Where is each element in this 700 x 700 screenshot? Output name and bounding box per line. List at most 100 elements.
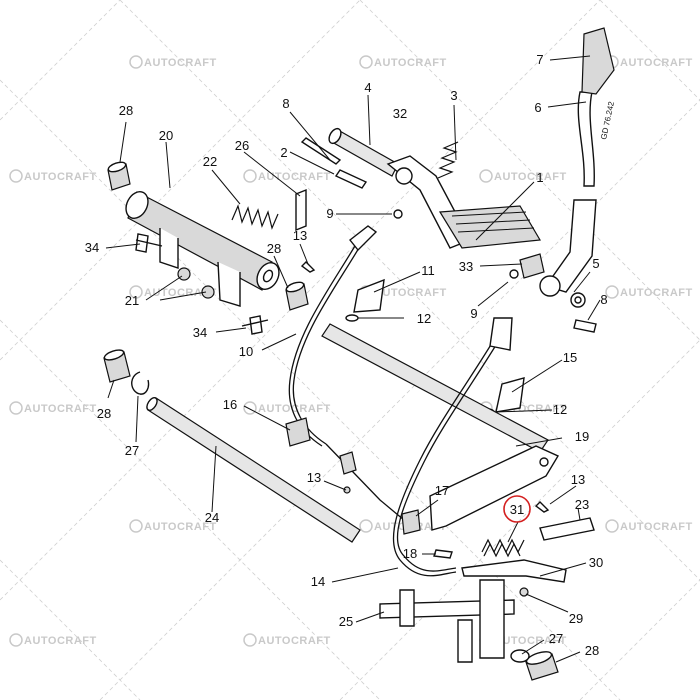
- part-label: 12: [417, 311, 431, 326]
- watermark: AUTOCRAFT: [243, 401, 331, 415]
- part-label: 21: [125, 293, 139, 308]
- part-26-bracket: [295, 188, 307, 232]
- svg-text:AUTOCRAFT: AUTOCRAFT: [374, 287, 447, 299]
- part-25-frame: [379, 579, 515, 663]
- part-label: 15: [563, 350, 577, 365]
- part-label: 27: [125, 443, 139, 458]
- part-2-pin: [334, 169, 368, 189]
- watermark: AUTOCRAFT: [129, 285, 217, 299]
- part-label: 27: [549, 631, 563, 646]
- part-label: 18: [403, 546, 417, 561]
- part-label: 13: [307, 470, 321, 485]
- part-30-link: [461, 559, 567, 583]
- svg-text:AUTOCRAFT: AUTOCRAFT: [258, 403, 331, 415]
- svg-text:AUTOCRAFT: AUTOCRAFT: [374, 57, 447, 69]
- part-20-master-cylinder: [125, 191, 280, 307]
- part-33-bush: [519, 253, 545, 279]
- part-17-clevis: [401, 509, 421, 535]
- part-4-pedal-shaft: [328, 127, 399, 177]
- part-28-bushing: [285, 281, 309, 311]
- part-label-31: 31: [510, 502, 524, 517]
- watermark: AUTOCRAFT: [605, 285, 692, 299]
- svg-text:AUTOCRAFT: AUTOCRAFT: [620, 521, 693, 533]
- part-28-bushing: [103, 349, 131, 383]
- part-34-bolt: [135, 233, 163, 253]
- part-label: 26: [235, 138, 249, 153]
- part-label: 13: [571, 472, 585, 487]
- part-18-pin: [433, 549, 453, 559]
- watermark: AUTOCRAFT: [9, 633, 97, 647]
- part-label: 33: [459, 259, 473, 274]
- svg-text:AUTOCRAFT: AUTOCRAFT: [24, 403, 97, 415]
- part-label: 28: [585, 643, 599, 658]
- svg-text:AUTOCRAFT: AUTOCRAFT: [24, 171, 97, 183]
- watermark: AUTOCRAFT: [9, 169, 97, 183]
- watermark: AUTOCRAFT: [605, 519, 693, 533]
- part-8-pin: [300, 137, 342, 165]
- part-label: 16: [223, 397, 237, 412]
- watermarks: AUTOCRAFT AUTOCRAFT AUTOCRAFT AUTOCRAFT …: [9, 55, 693, 647]
- part-31-spring: [481, 538, 525, 558]
- part-14-cable: [392, 317, 513, 577]
- watermark: AUTOCRAFT: [9, 401, 97, 415]
- part-label: 1: [536, 170, 543, 185]
- part-label: 9: [326, 206, 333, 221]
- part-label: 19: [575, 429, 589, 444]
- part-8-pin: [573, 319, 597, 333]
- svg-text:AUTOCRAFT: AUTOCRAFT: [620, 57, 693, 69]
- part-28-bushing: [107, 161, 131, 191]
- part-7-pedal-rubber: [581, 27, 615, 95]
- part-label: 13: [293, 228, 307, 243]
- part-15-bracket: [495, 377, 525, 413]
- part-label: 3: [450, 88, 457, 103]
- part-label: 32: [393, 106, 407, 121]
- part-label: 2: [280, 145, 287, 160]
- part-labels: 28 20 22 26 4 32 8 2 3 1 7 6 9 13 33 9 5…: [85, 52, 608, 658]
- part-label: 9: [470, 306, 477, 321]
- part-27-circlip: [131, 371, 150, 395]
- part-label: 29: [569, 611, 583, 626]
- drawing-code: GD 76.242: [599, 100, 616, 140]
- svg-text:AUTOCRAFT: AUTOCRAFT: [24, 635, 97, 647]
- watermark: AUTOCRAFT: [359, 55, 447, 69]
- highlight-circle-31: [503, 495, 531, 523]
- part-label: 34: [85, 240, 99, 255]
- inner-cable: [325, 443, 405, 521]
- part-6-pedal-arm: GD 76.242: [539, 91, 616, 297]
- watermark: AUTOCRAFT: [479, 169, 566, 183]
- svg-text:AUTOCRAFT: AUTOCRAFT: [144, 287, 217, 299]
- part-34-bolt: [241, 315, 269, 335]
- part-11-bracket: [353, 278, 385, 313]
- part-label: 17: [435, 483, 449, 498]
- part-13-pin: [534, 501, 550, 513]
- part-24-rod: [146, 397, 361, 543]
- watermark: AUTOCRAFT: [605, 55, 693, 69]
- part-label: 7: [536, 52, 543, 67]
- watermark: AUTOCRAFT: [129, 519, 217, 533]
- part-label: 14: [311, 574, 325, 589]
- part-label: 5: [592, 256, 599, 271]
- part-label: 6: [534, 100, 541, 115]
- part-13-pin: [343, 486, 351, 494]
- part-label: 8: [282, 96, 289, 111]
- part-label: 8: [600, 292, 607, 307]
- part-label: 28: [97, 406, 111, 421]
- part-label: 20: [159, 128, 173, 143]
- part-label: 10: [239, 344, 253, 359]
- part-16-guide: [285, 417, 311, 447]
- part-label: 23: [575, 497, 589, 512]
- part-21-nut: [201, 285, 215, 299]
- part-12-clip: [345, 314, 359, 322]
- leader-lines: [105, 55, 601, 663]
- part-label: 30: [589, 555, 603, 570]
- part-21-nut: [177, 267, 191, 281]
- part-label: 4: [364, 80, 371, 95]
- part-label: 28: [267, 241, 281, 256]
- part-9-washer: [393, 209, 403, 219]
- svg-text:AUTOCRAFT: AUTOCRAFT: [144, 57, 217, 69]
- part-label: 28: [119, 103, 133, 118]
- part-label: 34: [193, 325, 207, 340]
- svg-text:AUTOCRAFT: AUTOCRAFT: [144, 521, 217, 533]
